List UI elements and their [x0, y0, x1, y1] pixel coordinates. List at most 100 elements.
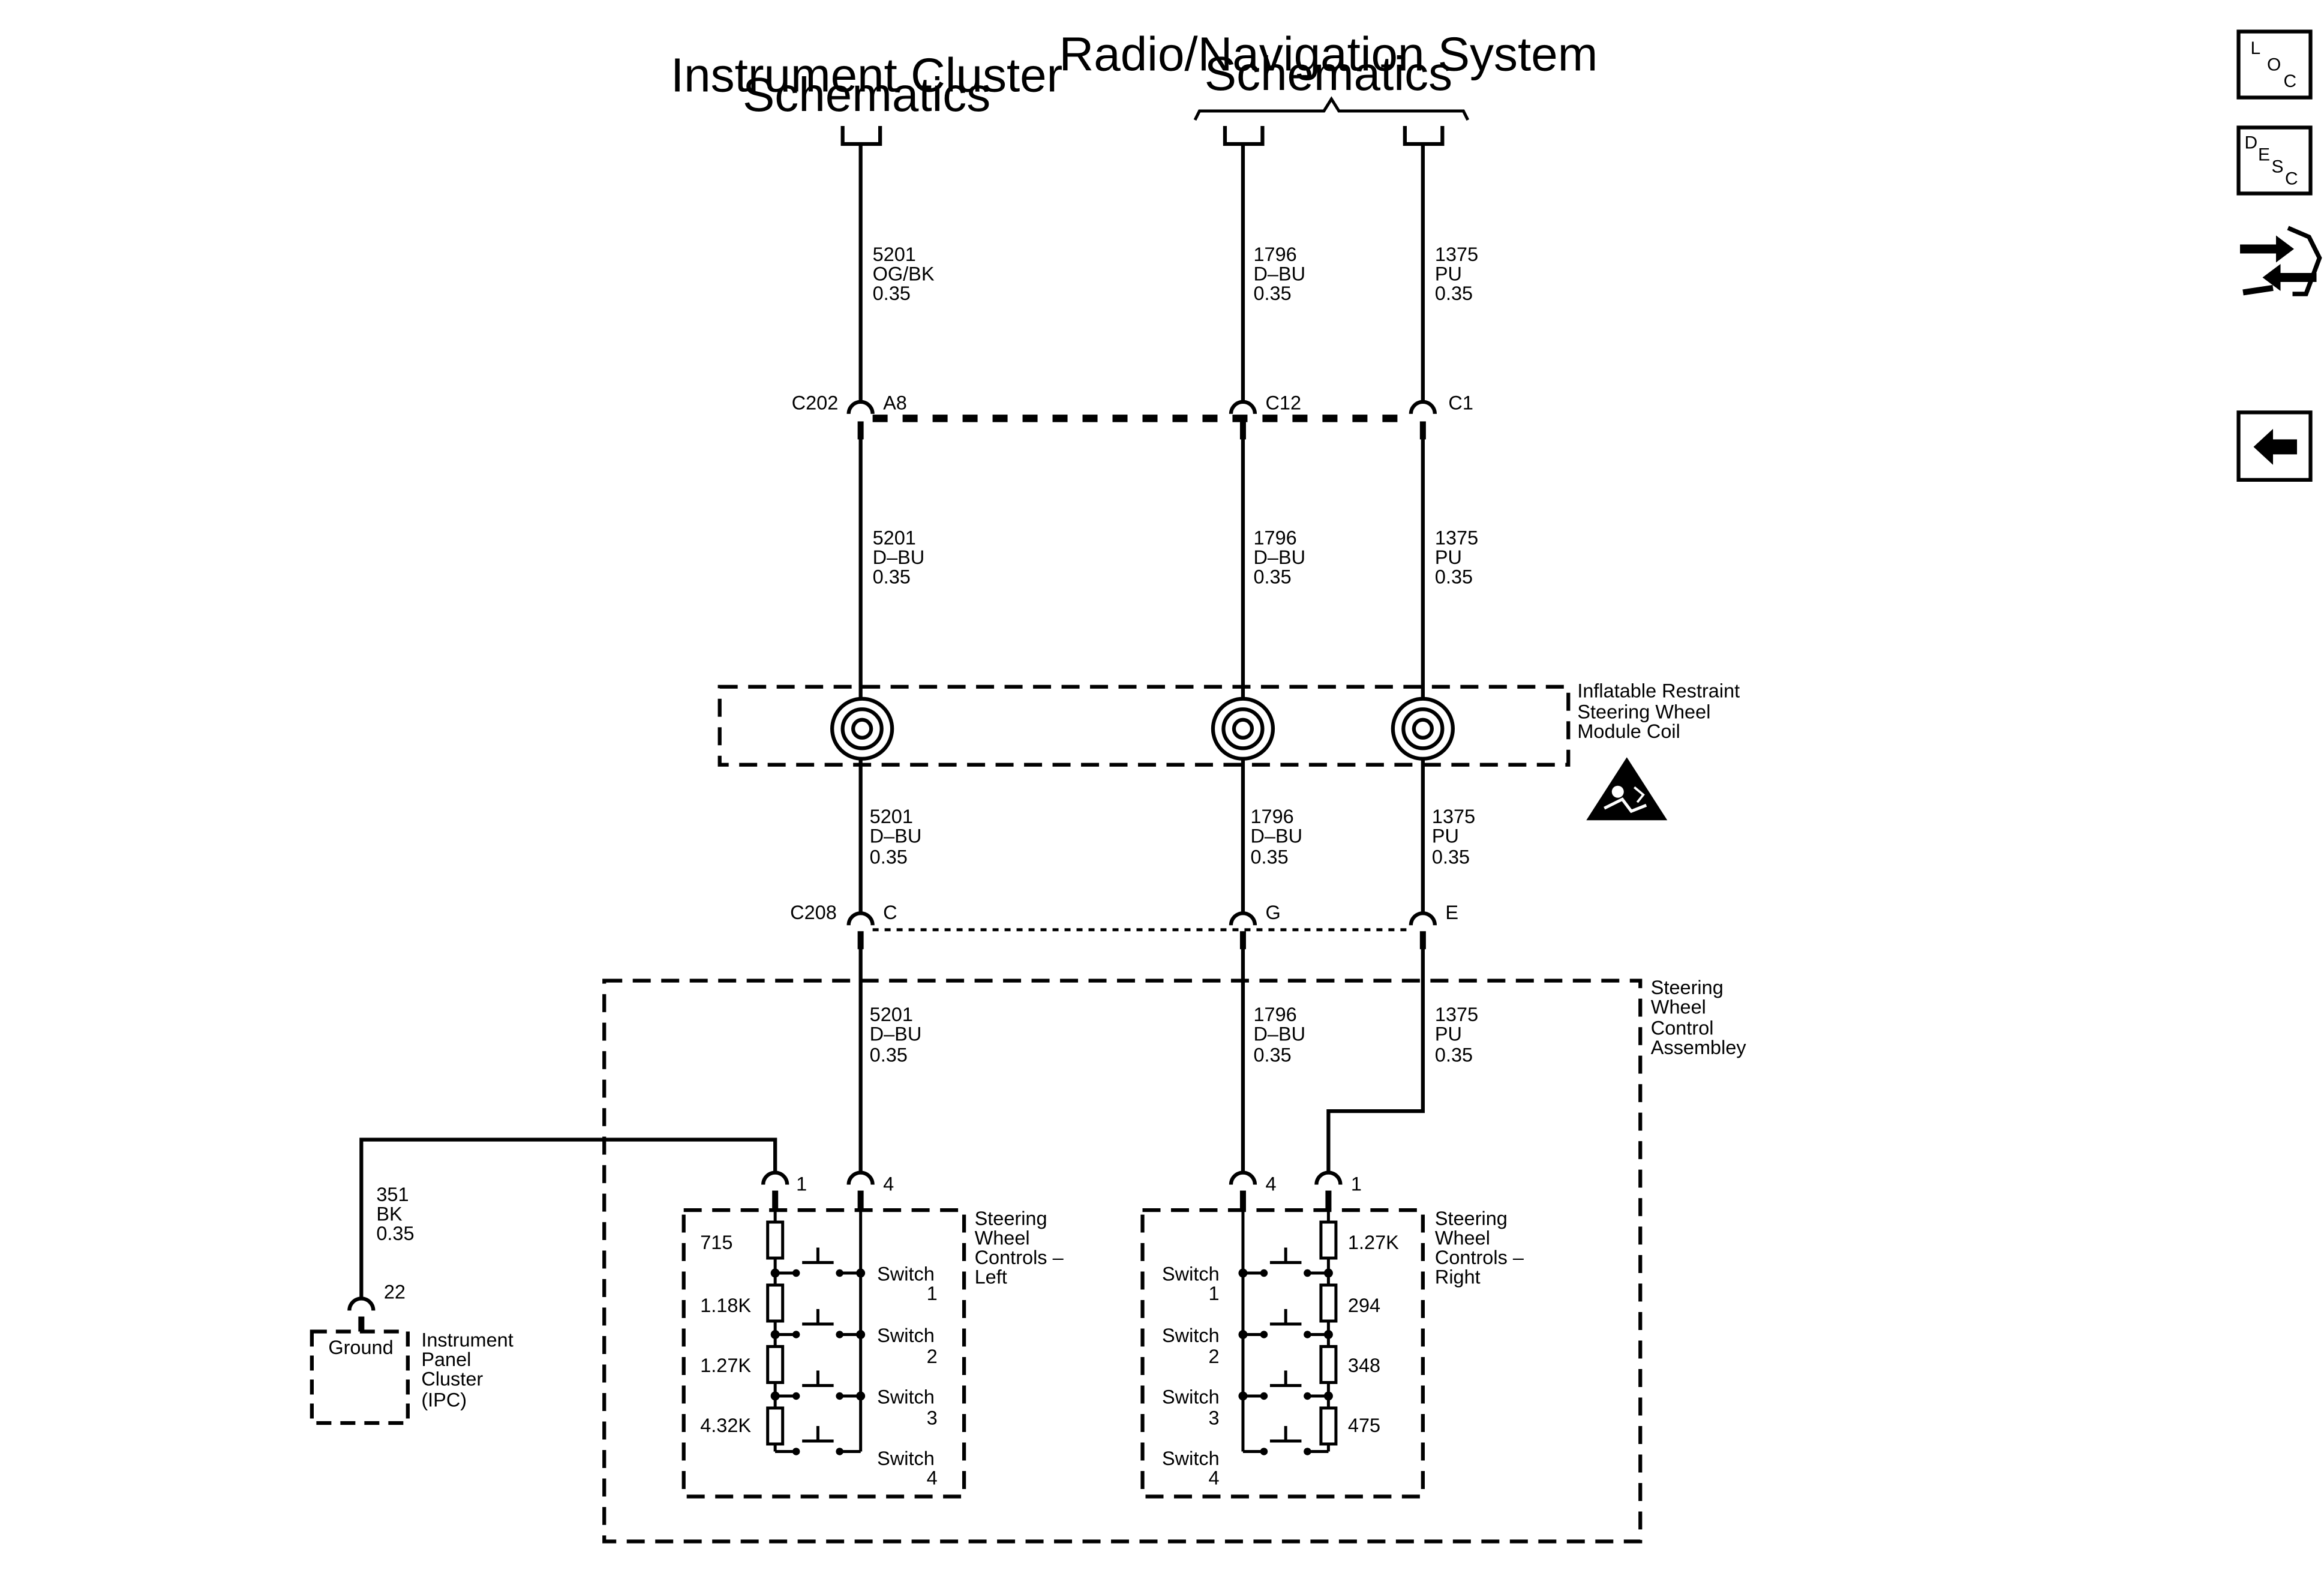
right-switch-3 [1238, 1370, 1333, 1401]
instrument-cluster-title: Instrument Cluster [671, 49, 1062, 102]
clockspring-coil-icon-1796 [1211, 697, 1275, 761]
wire-1796-low-color: D–BU [1250, 825, 1302, 847]
ipc-pin-22-label: 22 [384, 1281, 406, 1303]
left-resistor-2 [766, 1283, 785, 1323]
left-switch-number-2: 2 [927, 1346, 938, 1367]
loc-letter-l: L [2251, 38, 2261, 58]
left-pin-1: 1 [796, 1173, 807, 1195]
c208-pin-c: C [883, 902, 897, 923]
right-switch-label-3: Switch [1162, 1386, 1220, 1407]
clockspring-coil-icon-5201 [830, 697, 894, 761]
wire-1796-top-color: D–BU [1253, 263, 1305, 284]
wire-5201-bot-circuit: 5201 [870, 1004, 913, 1025]
radio-connector-bracket-1796 [1223, 126, 1265, 146]
wire-1375-top-size: 0.35 [1435, 283, 1473, 304]
radio-nav-brace [1193, 96, 1470, 121]
c202-pin-a8: A8 [883, 392, 907, 413]
wire-1375-low-size: 0.35 [1432, 846, 1470, 868]
wire-351-size: 0.35 [376, 1223, 414, 1244]
loc-letter-o: O [2267, 55, 2281, 75]
coil-label-line3: Module Coil [1577, 721, 1680, 742]
wire-5201-low-circuit: 5201 [870, 806, 913, 827]
radio-nav-subtitle: Schematics [1205, 47, 1452, 100]
right-switch-number-4: 4 [1208, 1467, 1219, 1488]
wire-1375-low-color: PU [1432, 825, 1459, 847]
left-arrow-icon [2253, 428, 2298, 465]
connector-c208 [846, 911, 1437, 950]
wire-5201-bot-color: D–BU [870, 1023, 922, 1045]
wire-1375-mid-circuit: 1375 [1435, 527, 1478, 548]
wire-1796-mid-size: 0.35 [1253, 566, 1291, 587]
wire-5201-mid-circuit: 5201 [873, 527, 916, 548]
c202-label: C202 [792, 392, 839, 413]
left-switch-number-1: 1 [927, 1283, 938, 1304]
wire-1796-low-size: 0.35 [1250, 846, 1288, 868]
wire-5201-low-color: D–BU [870, 825, 922, 847]
wire-1796-mid-circuit: 1796 [1253, 527, 1296, 548]
wire-5201-top-color: OG/BK [873, 263, 935, 284]
wire-1375-top-color: PU [1435, 263, 1462, 284]
right-resistor-value-2: 294 [1348, 1295, 1380, 1316]
left-controls-label-line4: Left [975, 1266, 1007, 1288]
loc-button[interactable]: L O C [2236, 29, 2313, 100]
wire-1796-mid-color: D–BU [1253, 547, 1305, 568]
wire-1796-bot-circuit: 1796 [1253, 1004, 1296, 1025]
left-controls-label-line2: Wheel [975, 1227, 1030, 1249]
wire-1375-bot [1326, 947, 1425, 1173]
desc-letter-s: S [2272, 157, 2284, 177]
wire-1796-low-circuit: 1796 [1250, 806, 1293, 827]
wire-5201-low-size: 0.35 [870, 846, 908, 868]
c202-pin-c12: C12 [1265, 392, 1301, 413]
wire-5201-mid-color: D–BU [873, 547, 925, 568]
wire-5201-mid-size: 0.35 [873, 566, 911, 587]
wire-351-circuit: 351 [376, 1184, 409, 1205]
left-resistor-value-2: 1.18K [700, 1295, 751, 1316]
right-controls-label-line1: Steering [1435, 1208, 1508, 1229]
left-switch-label-2: Switch [877, 1325, 935, 1346]
assembly-label-line1: Steering [1651, 977, 1724, 998]
coil-module-box [717, 685, 1571, 767]
c208-pin-e: E [1445, 902, 1458, 923]
ipc-label-line1: Instrument [421, 1329, 513, 1351]
right-switch-number-3: 3 [1208, 1407, 1219, 1428]
wire-1796-bot-size: 0.35 [1253, 1044, 1291, 1066]
assembly-label-line3: Control [1651, 1017, 1714, 1039]
left-switch-number-3: 3 [927, 1407, 938, 1428]
right-resistor-2 [1319, 1283, 1338, 1323]
right-switch-label-2: Switch [1162, 1325, 1220, 1346]
radio-connector-bracket-1375 [1403, 126, 1445, 146]
radio-nav-title: Radio/Navigation System [1059, 28, 1598, 81]
wire-1375-mid-color: PU [1435, 547, 1462, 568]
right-pin-4: 4 [1265, 1173, 1276, 1195]
wire-1796-top-size: 0.35 [1253, 283, 1291, 304]
coil-label-line2: Steering Wheel [1577, 701, 1710, 722]
ipc-label-line4: (IPC) [421, 1389, 467, 1410]
loc-letter-c: C [2284, 71, 2297, 91]
desc-button[interactable]: D E S C [2236, 125, 2313, 196]
desc-letter-d: D [2245, 133, 2258, 153]
right-switch-2 [1238, 1309, 1333, 1340]
wire-1375-bot-color: PU [1435, 1023, 1462, 1045]
repair-wrench-icon[interactable] [2240, 226, 2322, 296]
wire-1796-bot-color: D–BU [1253, 1023, 1305, 1045]
desc-letter-c: C [2285, 169, 2298, 189]
right-resistor-3 [1319, 1345, 1338, 1384]
left-resistor-value-4: 4.32K [700, 1415, 751, 1436]
left-switch-1 [770, 1247, 866, 1278]
clockspring-coil-icon-1375 [1391, 697, 1455, 761]
wire-351-ground [359, 1137, 777, 1299]
back-button[interactable] [2236, 410, 2313, 482]
right-controls-label-line2: Wheel [1435, 1227, 1490, 1249]
right-resistor-4 [1319, 1406, 1338, 1446]
c202-pin-c1: C1 [1448, 392, 1473, 413]
left-switch-label-3: Switch [877, 1386, 935, 1407]
right-controls-label-line3: Controls – [1435, 1247, 1524, 1268]
right-controls-label-line4: Right [1435, 1266, 1481, 1288]
assembly-label-line2: Wheel [1651, 996, 1706, 1018]
left-resistor-ladder [773, 1208, 863, 1453]
left-switch-number-4: 4 [927, 1467, 938, 1488]
wire-5201-top-circuit: 5201 [873, 244, 916, 265]
right-resistor-value-3: 348 [1348, 1355, 1380, 1376]
left-pin-4: 4 [883, 1173, 894, 1195]
wire-351-color: BK [376, 1203, 403, 1225]
